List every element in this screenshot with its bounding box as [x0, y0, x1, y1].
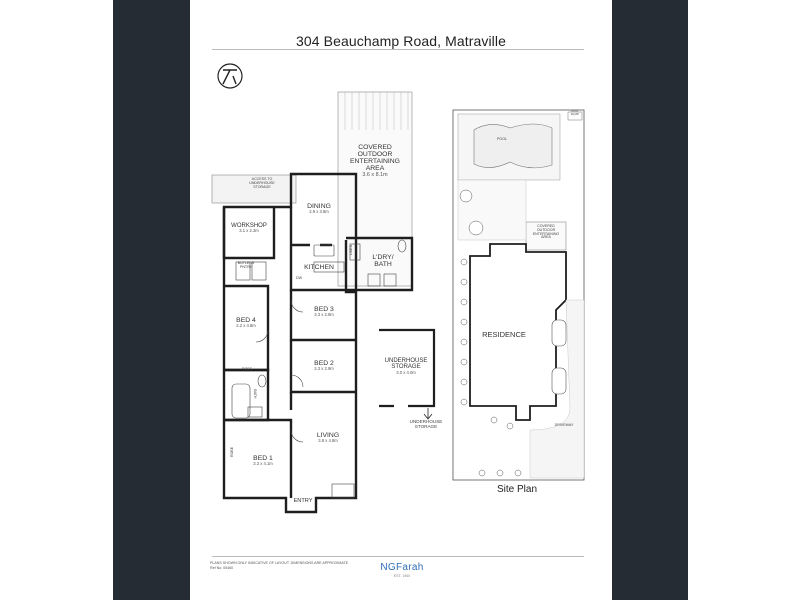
footer-divider [212, 556, 584, 557]
room-workshop-label: WORKSHOP 3.1 x 2.3m [231, 223, 267, 234]
linen-label: LINEN [349, 244, 354, 256]
room-laundry-bath-label: L'DRY/ BATH [372, 254, 394, 269]
ngfarah-logo: NGFarah EST. 1960 [372, 562, 432, 578]
room-bed3-label: BED 3 3.3 x 2.9m [314, 306, 334, 318]
room-living-label: LIVING 3.8 x 4.8m [316, 432, 340, 444]
main-walls [222, 172, 414, 514]
site-plan-label: Site Plan [496, 484, 538, 495]
driveway-label: DRIVEWAY [554, 423, 574, 427]
title-divider [212, 49, 584, 50]
logo-wordmark: NGFarah [380, 562, 424, 573]
butlers-pantry-label: BUTLERS PNTRY [237, 261, 255, 269]
room-bed1-label: BED 1 3.3 x 4.1m [253, 455, 273, 467]
room-bed4-label: BED 4 2.2 x 4.8m [236, 317, 256, 329]
underhouse-storage-walls [379, 328, 436, 408]
covered-deck [337, 91, 413, 287]
room-bed2-label: BED 2 3.3 x 2.9m [314, 360, 334, 372]
residence-label: RESIDENCE [482, 330, 526, 339]
plan-disclaimer: PLANS SHOWN ONLY INDICATIVE OF LAYOUT. D… [210, 561, 350, 570]
north-arrow-icon [217, 63, 243, 89]
floor-plan-drawing [211, 63, 585, 514]
fixtures [231, 239, 407, 499]
logo-established: EST. 1960 [393, 574, 411, 578]
underhouse-storage-label: UNDERHOUSE STORAGE 3.0 x 4.0m [384, 358, 428, 375]
left-dark-band [113, 0, 190, 600]
page-title: 304 Beauchamp Road, Matraville [295, 33, 506, 49]
site-plan-drawing [452, 109, 585, 481]
robe-label-lower: ROBE [230, 446, 235, 457]
room-covered-outdoor-label: COVERED OUTDOOR ENTERTAINING AREA 3.6 x … [350, 144, 400, 178]
floor-plan-sheet: 304 Beauchamp Road, Matraville [190, 0, 612, 600]
room-dining-label: DINING 2.9 x 3.8m [307, 203, 331, 215]
room-kitchen-label: KITCHEN [304, 264, 334, 271]
robe-label-upper: ROBE [241, 367, 253, 371]
site-covered-area-label: COVERED OUTDOOR ENTERTAINING AREA [532, 224, 560, 240]
access-storage-label: ACCESS TO UNDERHOUSE STORAGE [249, 177, 275, 189]
dishwasher-label: DW [296, 276, 302, 280]
underhouse-storage-arrow-label: UNDERHOUSE STORAGE [409, 419, 443, 429]
entry-label: ENTRY [293, 498, 313, 504]
pool-label: POOL [497, 137, 507, 141]
pool-equipment-label: POOL EQUIP [570, 110, 580, 116]
right-dark-band [612, 0, 688, 600]
bath-label: BATH [252, 389, 257, 399]
